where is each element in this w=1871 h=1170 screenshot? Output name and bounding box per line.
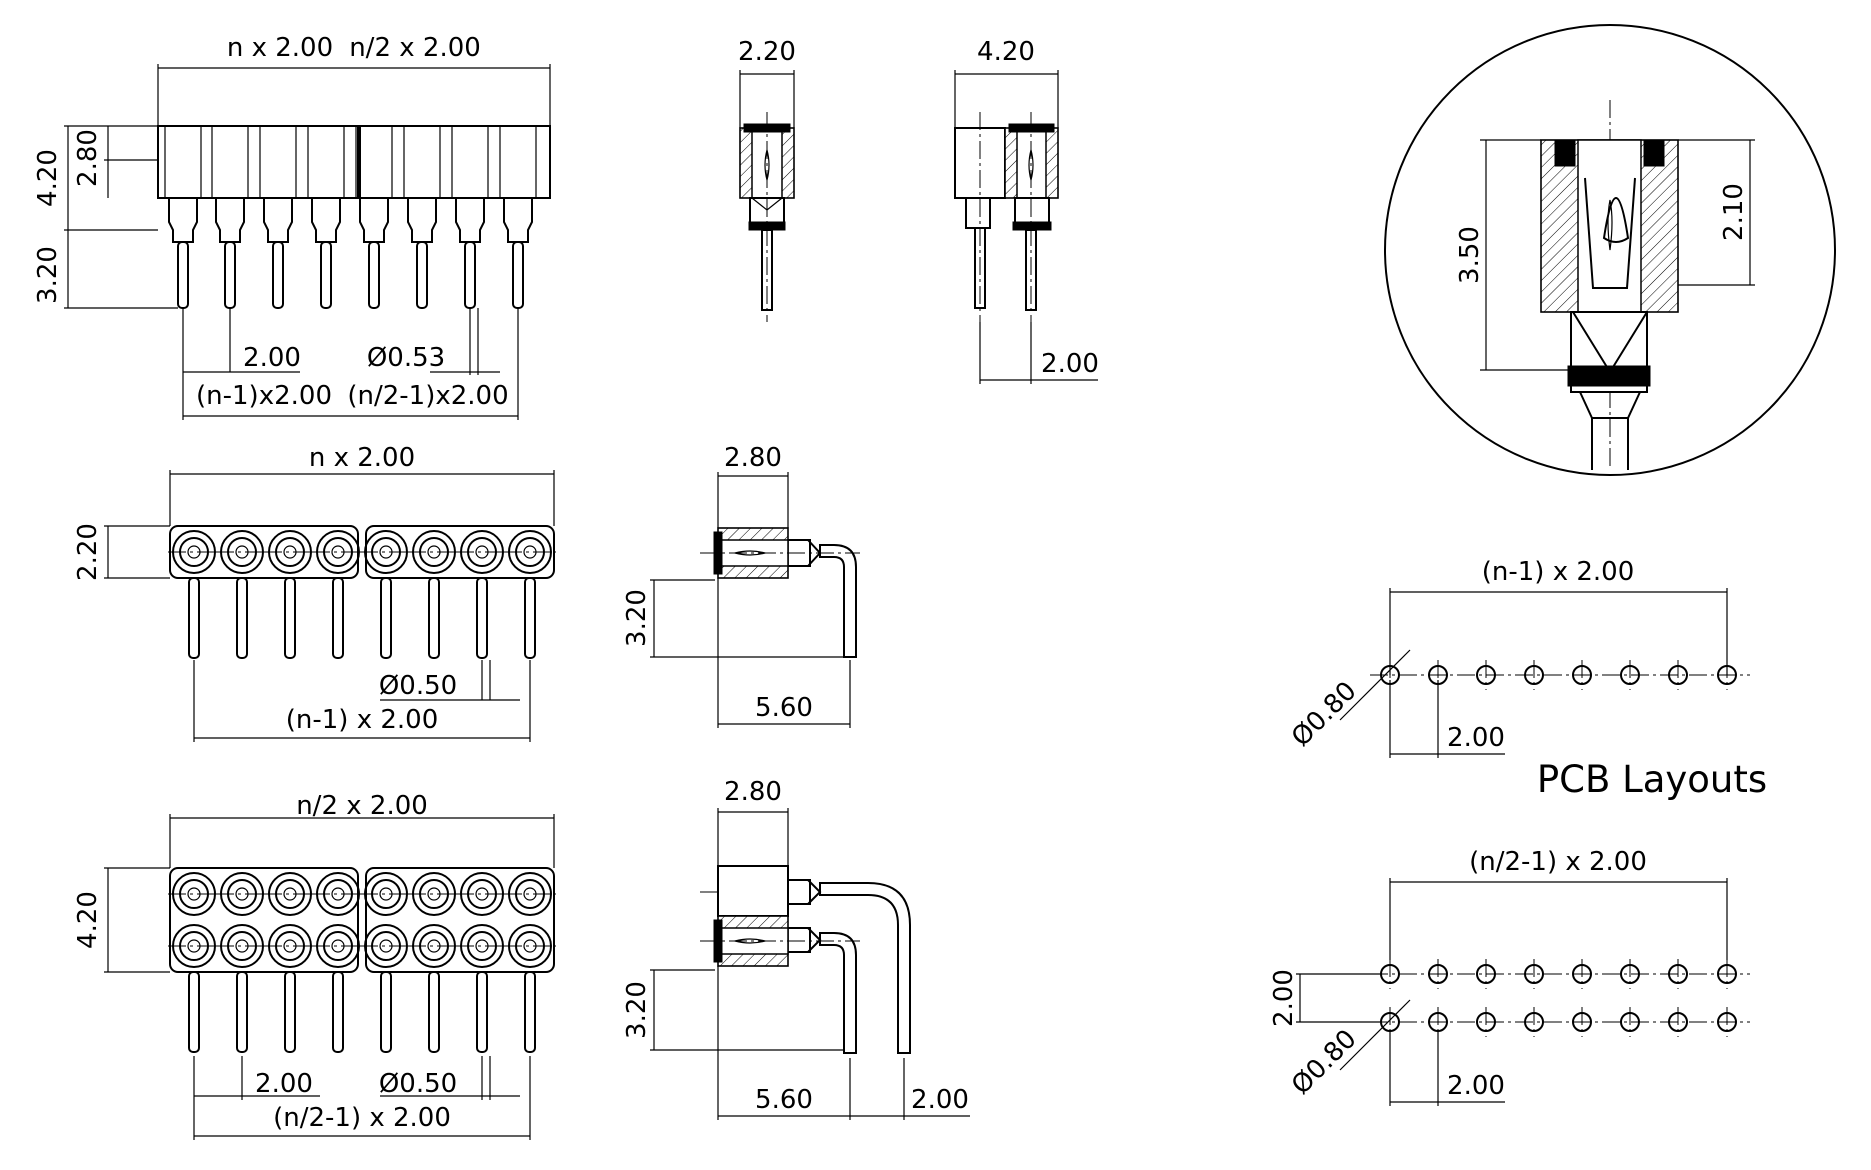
pin: [320, 241, 332, 309]
view-right-angle-single: 2.80 5.60 3.20: [622, 443, 860, 728]
pcb2-hole-label: Ø0.80: [1286, 1024, 1363, 1101]
pin: [476, 577, 488, 659]
mid-pin-dia-label: Ø0.50: [379, 671, 457, 701]
ra1-height-label: 3.20: [622, 589, 652, 647]
side1-width-label: 2.20: [738, 37, 796, 67]
bot-pin-dia-label: Ø0.50: [379, 1069, 457, 1099]
detail-350-label: 3.50: [1455, 226, 1485, 284]
ra2-pitch-label: 2.00: [911, 1085, 969, 1115]
pin: [332, 577, 344, 659]
pin: [428, 577, 440, 659]
bot-span-label: (n/2-1) x 2.00: [273, 1103, 451, 1133]
pin: [284, 971, 296, 1053]
pin: [188, 971, 200, 1053]
top-front-n2-label: n/2 x 2.00: [349, 33, 481, 63]
housing-left: [169, 867, 359, 973]
pin: [380, 971, 392, 1053]
top-front-pitch-label: 2.00: [243, 343, 301, 373]
pin-sleeve: [503, 198, 533, 243]
header-body-right: [359, 125, 551, 199]
view-dual-row-top: [104, 814, 556, 1140]
bot-pitch-label: 2.00: [255, 1069, 313, 1099]
pin-sleeve: [263, 198, 293, 243]
ra2-width-label: 2.80: [724, 777, 782, 807]
pin: [236, 971, 248, 1053]
pcb1-pitch-label: 2.00: [1447, 723, 1505, 753]
pin: [380, 577, 392, 659]
mid-span-label: (n-1) x 2.00: [286, 705, 439, 735]
pin: [512, 241, 524, 309]
pin: [284, 577, 296, 659]
pcb-layout-single: (n-1) x 2.00 2.00 Ø0.80 PCB Layouts: [1286, 557, 1767, 801]
pin: [524, 971, 536, 1053]
pin-sleeve: [407, 198, 437, 243]
mid-height-label: 2.20: [73, 523, 103, 581]
view-side-single: 2.20: [738, 37, 796, 322]
ra1-length-label: 5.60: [755, 693, 813, 723]
top-front-n-label: n x 2.00: [227, 33, 333, 63]
ra2-height-label: 3.20: [622, 981, 652, 1039]
pcb2-pitch-label: 2.00: [1447, 1071, 1505, 1101]
top-front-span-n1-label: (n-1)x2.00: [196, 381, 332, 411]
pcb2-row-label: 2.00: [1269, 969, 1299, 1027]
side2-width-label: 4.20: [977, 37, 1035, 67]
view-straight-front: [64, 64, 551, 420]
top-front-pin-dia-label: Ø0.53: [367, 343, 445, 373]
bot-width-label: n/2 x 2.00: [296, 791, 428, 821]
view-single-row-top: [104, 470, 556, 742]
pin: [464, 241, 476, 309]
ra2-length-label: 5.60: [755, 1085, 813, 1115]
mid-width-label: n x 2.00: [309, 443, 415, 473]
pin-sleeve: [215, 198, 245, 243]
header-body-left: [157, 125, 359, 199]
pin: [332, 971, 344, 1053]
pin: [272, 241, 284, 309]
pin-sleeve: [455, 198, 485, 243]
ra1-width-label: 2.80: [724, 443, 782, 473]
pcb-title: PCB Layouts: [1537, 758, 1767, 801]
detail-view-contact: 3.50 2.10: [1384, 24, 1836, 476]
pcb1-span-label: (n-1) x 2.00: [1482, 557, 1635, 587]
pcb2-span-label: (n/2-1) x 2.00: [1469, 847, 1647, 877]
top-front-span-n21-label: (n/2-1)x2.00: [347, 381, 508, 411]
pcb-layout-dual: (n/2-1) x 2.00 2.00 2.00 Ø0.80: [1269, 847, 1750, 1106]
housing-right: [365, 867, 555, 973]
view-side-dual: 4.20 2.00: [954, 37, 1099, 384]
pin: [524, 577, 536, 659]
view-right-angle-dual: 2.80 5.60 2.00 3.20: [622, 777, 970, 1120]
pin: [416, 241, 428, 309]
pin: [476, 971, 488, 1053]
detail-210-label: 2.10: [1719, 183, 1749, 241]
pin-sleeve: [168, 198, 198, 243]
pin-sleeve: [359, 198, 389, 243]
top-front-h320-label: 3.20: [33, 246, 63, 304]
bot-height-label: 4.20: [73, 891, 103, 949]
pcb1-hole-label: Ø0.80: [1286, 676, 1363, 753]
top-front-h280-label: 2.80: [73, 129, 103, 187]
pin-sleeve: [311, 198, 341, 243]
side2-pitch-label: 2.00: [1041, 349, 1099, 379]
pin: [224, 241, 236, 309]
pin: [428, 971, 440, 1053]
pin: [236, 577, 248, 659]
pin: [188, 577, 200, 659]
pin: [368, 241, 380, 309]
pin: [177, 241, 189, 309]
top-front-h420-label: 4.20: [33, 149, 63, 207]
